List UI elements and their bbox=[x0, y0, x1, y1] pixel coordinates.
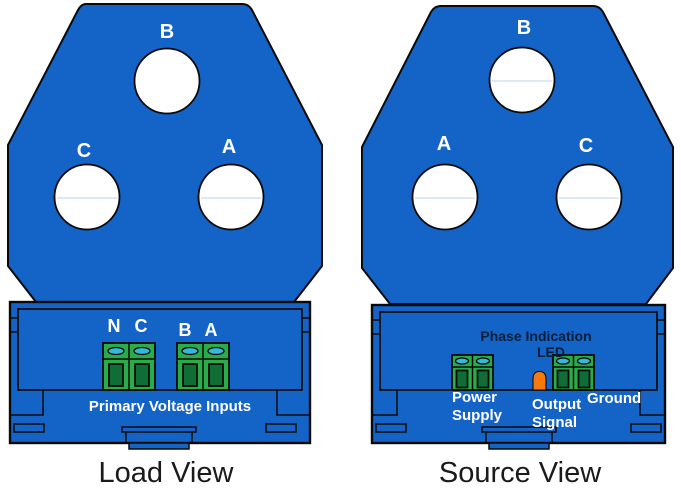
source-din-clip-tab bbox=[488, 442, 550, 450]
source-hole-label-left: A bbox=[437, 133, 451, 155]
load-housing-left-notch bbox=[10, 317, 18, 333]
load-housing-right-step bbox=[276, 390, 310, 416]
load-panel-label: Primary Voltage Inputs bbox=[89, 398, 251, 415]
source-terminal-block-power-dividers bbox=[452, 355, 493, 390]
source-terminal-block-ground bbox=[552, 354, 595, 391]
source-din-clip-sides bbox=[485, 432, 553, 443]
load-terminal-label-a: A bbox=[205, 320, 218, 340]
source-view-caption: Source View bbox=[439, 457, 602, 489]
source-terminal-block-power bbox=[451, 354, 494, 391]
load-view-caption: Load View bbox=[99, 457, 235, 489]
load-din-clip-sides bbox=[125, 432, 193, 443]
load-screw-n bbox=[107, 346, 125, 356]
source-screw-power-2 bbox=[475, 357, 491, 365]
source-power-label-line2: Supply bbox=[452, 407, 503, 424]
load-screw-a bbox=[207, 346, 225, 356]
source-output-label-line2: Signal bbox=[532, 414, 577, 431]
source-right-foot bbox=[630, 423, 662, 433]
load-housing-left-step bbox=[10, 390, 44, 416]
source-hole-b bbox=[488, 46, 556, 114]
load-housing-face-panel bbox=[17, 308, 303, 391]
load-left-foot bbox=[13, 423, 45, 433]
source-view-diagram: B A C bbox=[361, 5, 674, 489]
load-terminal-block-ba bbox=[176, 342, 230, 391]
source-slot-ground-1 bbox=[556, 369, 570, 389]
source-housing-right-step bbox=[639, 390, 665, 416]
load-right-foot bbox=[265, 423, 297, 433]
load-terminal-label-c: C bbox=[135, 316, 148, 336]
load-hole-label-left: C bbox=[77, 140, 91, 162]
source-slot-power-1 bbox=[455, 369, 469, 389]
load-slot-n bbox=[108, 363, 124, 387]
source-output-label-line1: Output bbox=[532, 396, 581, 413]
load-din-clip-bracket bbox=[121, 426, 197, 433]
source-slot-ground-2 bbox=[577, 369, 591, 389]
source-hole-a bbox=[411, 163, 479, 231]
load-terminal-housing bbox=[8, 300, 312, 445]
source-power-label-line1: Power bbox=[452, 389, 497, 406]
source-ground-label: Ground bbox=[587, 390, 641, 407]
load-terminal-block-nc-dividers bbox=[103, 343, 155, 390]
source-left-foot bbox=[375, 423, 407, 433]
source-hole-label-top: B bbox=[517, 17, 531, 39]
source-housing-face-panel bbox=[379, 311, 658, 391]
source-terminal-housing bbox=[370, 303, 667, 445]
source-hole-c bbox=[555, 163, 623, 231]
source-housing-left-step bbox=[372, 390, 398, 416]
load-slot-c bbox=[134, 363, 150, 387]
load-hole-a bbox=[197, 163, 265, 231]
load-slot-a bbox=[208, 363, 224, 387]
source-housing-left-notch bbox=[372, 319, 380, 335]
load-housing-right-notch bbox=[302, 317, 310, 333]
load-din-clip-tab bbox=[128, 442, 190, 450]
source-led-title-line1: Phase Indication bbox=[480, 328, 591, 344]
source-screw-ground-2 bbox=[576, 357, 592, 365]
source-hole-label-right: C bbox=[579, 135, 593, 157]
load-terminal-block-nc bbox=[102, 342, 156, 391]
source-slot-power-2 bbox=[476, 369, 490, 389]
source-housing-right-notch bbox=[657, 319, 665, 335]
source-terminal-block-ground-dividers bbox=[553, 355, 594, 390]
load-view-diagram: B C A N bbox=[7, 3, 323, 489]
load-hole-label-top: B bbox=[160, 21, 174, 43]
load-hole-b bbox=[133, 47, 201, 115]
source-screw-power-1 bbox=[454, 357, 470, 365]
phase-indication-led bbox=[532, 370, 547, 391]
load-screw-c bbox=[133, 346, 151, 356]
source-led-title-line2: LED bbox=[537, 344, 565, 360]
load-slot-b bbox=[182, 363, 198, 387]
source-screw-ground-1 bbox=[555, 357, 571, 365]
load-hole-label-right: A bbox=[222, 136, 236, 158]
load-hole-c bbox=[53, 163, 121, 231]
load-terminal-block-ba-dividers bbox=[177, 343, 229, 390]
load-terminal-label-n: N bbox=[108, 316, 121, 336]
load-screw-b bbox=[181, 346, 199, 356]
load-terminal-label-b: B bbox=[179, 320, 192, 340]
source-din-clip-bracket bbox=[481, 426, 557, 433]
